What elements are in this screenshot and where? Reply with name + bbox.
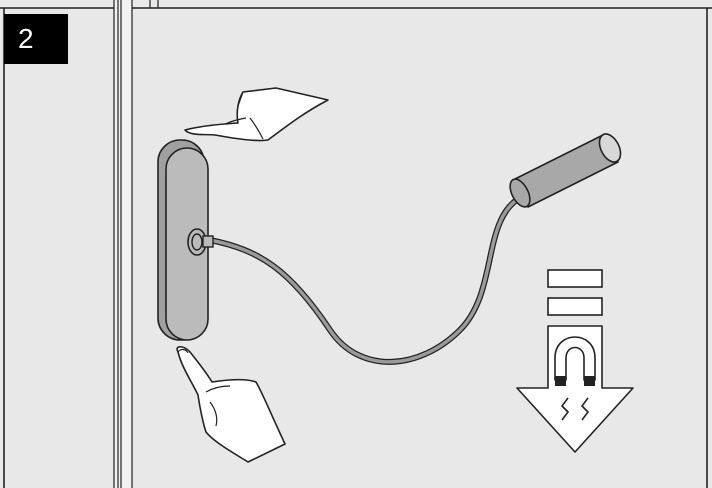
magnet-field-left: [560, 397, 570, 421]
lamp-end-right: [598, 133, 622, 163]
sensor-device: [157, 139, 214, 341]
pressing-hand-icon: [176, 345, 286, 463]
hand-top-knuckle-line: [249, 117, 264, 140]
hand-bottom-nail: [177, 348, 189, 354]
lamp-end-left: [509, 178, 531, 208]
device-cable-plug: [202, 235, 214, 248]
down-arrow-icon: [516, 325, 634, 453]
magnet-bar-top: [547, 269, 603, 288]
device-cable-port-inner: [191, 233, 203, 251]
hand-bottom-outline: [176, 345, 286, 463]
magnet-instruction: [516, 269, 634, 453]
door-edge-strip: [114, 0, 132, 488]
hand-top-cuff-line: [237, 91, 244, 107]
hand-top-outline: [184, 87, 329, 142]
hand-bottom-knuckle-line: [209, 401, 218, 427]
pointing-hand-icon: [184, 87, 329, 142]
lamp: [509, 133, 622, 208]
magnet-bar-middle: [547, 297, 603, 316]
magnet-pole-right: [584, 376, 595, 386]
hand-top-finger-line: [224, 117, 247, 125]
cable-fill: [208, 193, 527, 364]
magnet-pole-left: [555, 376, 566, 386]
magnet-field-right: [580, 397, 590, 421]
step-number-badge: 2: [4, 14, 68, 64]
horseshoe-magnet-icon: [554, 336, 596, 421]
hand-bottom-finger-line: [205, 385, 231, 393]
